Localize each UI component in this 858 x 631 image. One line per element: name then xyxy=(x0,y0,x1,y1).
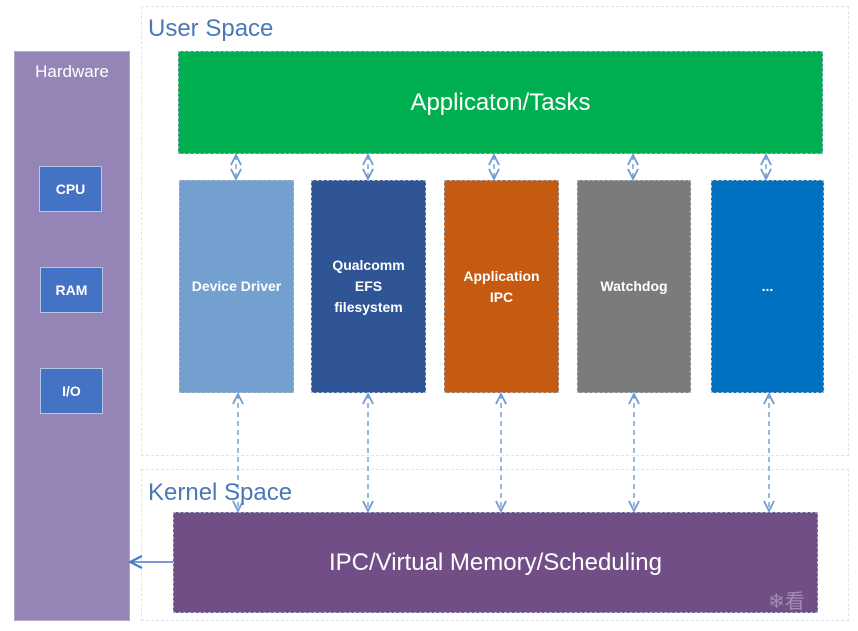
module-qualcomm-efs: Qualcomm EFS filesystem xyxy=(311,180,426,393)
watermark: ❄看 xyxy=(768,585,805,614)
module-more: ... xyxy=(711,180,824,393)
hardware-item-cpu: CPU xyxy=(39,166,102,212)
module-device-driver: Device Driver xyxy=(179,180,294,393)
module-application-ipc: Application IPC xyxy=(444,180,559,393)
user-space-label: User Space xyxy=(148,15,274,42)
module-label-line: Watchdog xyxy=(600,278,668,294)
kernel-core-label: IPC/Virtual Memory/Scheduling xyxy=(328,548,663,576)
module-label-line: EFS xyxy=(354,278,383,294)
module-label-line: IPC xyxy=(489,288,514,305)
module-label-line: ... xyxy=(761,278,774,294)
hardware-item-io: I/O xyxy=(40,368,103,414)
watermark-text: 看 xyxy=(784,591,805,613)
app-to-module-connectors xyxy=(236,155,766,179)
hardware-item-ram: RAM xyxy=(40,267,103,313)
kernel-space-label: Kernel Space xyxy=(148,479,293,506)
snowflake-icon: ❄ xyxy=(768,591,785,613)
module-to-kernel-connectors xyxy=(238,394,769,511)
module-label-line: Application xyxy=(463,267,540,284)
kernel-core-block: IPC/Virtual Memory/Scheduling xyxy=(173,512,818,613)
application-tasks-block: Applicaton/Tasks xyxy=(178,51,823,154)
module-label-line: Qualcomm xyxy=(332,257,405,273)
hardware-panel: Hardware CPU RAM I/O xyxy=(14,51,130,621)
module-label-line: filesystem xyxy=(334,299,403,315)
module-label-line: Device Driver xyxy=(191,278,282,294)
module-watchdog: Watchdog xyxy=(577,180,691,393)
hardware-title: Hardware xyxy=(35,62,109,81)
application-tasks-label: Applicaton/Tasks xyxy=(410,88,591,116)
